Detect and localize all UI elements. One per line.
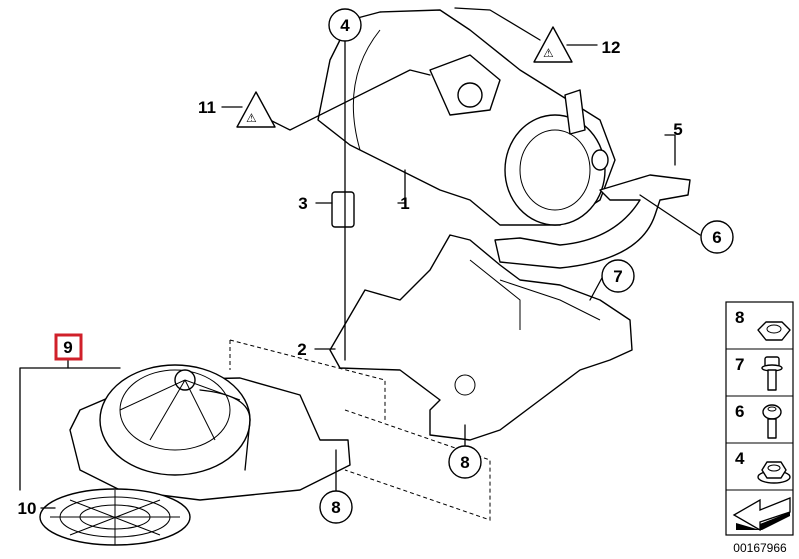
callout-2[interactable]: 2	[297, 340, 306, 359]
callout-8[interactable]: 8	[460, 453, 469, 472]
callout-10[interactable]: 10	[18, 499, 37, 518]
svg-text:⚠: ⚠	[543, 46, 554, 60]
callout-8[interactable]: 8	[331, 498, 340, 517]
callout-7[interactable]: 7	[613, 267, 622, 286]
callout-8-circle	[448, 445, 482, 479]
callout-8-circle	[319, 490, 353, 524]
callout-4[interactable]: 4	[340, 16, 350, 35]
leader-lines	[19, 7, 701, 509]
flange-nut-icon	[757, 461, 791, 484]
callout-3[interactable]: 3	[298, 194, 307, 213]
callout-11[interactable]: 11	[198, 98, 216, 117]
cooling-fan-assembly[interactable]	[69, 364, 351, 501]
callout-9[interactable]: 9	[63, 338, 72, 357]
diagram-id: 00167966	[733, 541, 787, 555]
hex-nut-icon	[757, 321, 791, 341]
callout-7-circle	[601, 259, 635, 293]
callout-6[interactable]: 6	[712, 228, 721, 247]
bracket-strap[interactable]	[494, 174, 691, 269]
hex-bolt-icon	[761, 356, 783, 391]
hydraulic-pump-motor[interactable]	[317, 9, 616, 226]
legend-number-8: 8	[735, 308, 744, 327]
callout-6-circle	[700, 220, 734, 254]
rubber-mount[interactable]	[331, 191, 355, 228]
fastener-legend: 8 7 6 4	[725, 301, 794, 536]
socket-bolt-icon	[762, 404, 782, 439]
legend-number-4: 4	[735, 449, 745, 468]
callout-1[interactable]: 1	[400, 194, 409, 213]
warning-triangle-icon: ⚠	[236, 91, 276, 128]
legend-number-7: 7	[735, 355, 744, 374]
fan-guard-grille[interactable]	[39, 488, 191, 546]
direction-arrow-icon	[732, 497, 791, 532]
callout-4-circle	[328, 8, 362, 42]
assembly-dashed-lines	[229, 339, 491, 521]
warning-triangle-icon: ⚠	[533, 26, 573, 63]
legend-number-6: 6	[735, 402, 744, 421]
callout-9-highlight	[54, 333, 83, 361]
callout-12[interactable]: 12	[602, 38, 621, 57]
svg-text:⚠: ⚠	[246, 111, 257, 125]
callout-5[interactable]: 5	[673, 120, 682, 139]
mounting-bracket[interactable]	[329, 234, 633, 441]
